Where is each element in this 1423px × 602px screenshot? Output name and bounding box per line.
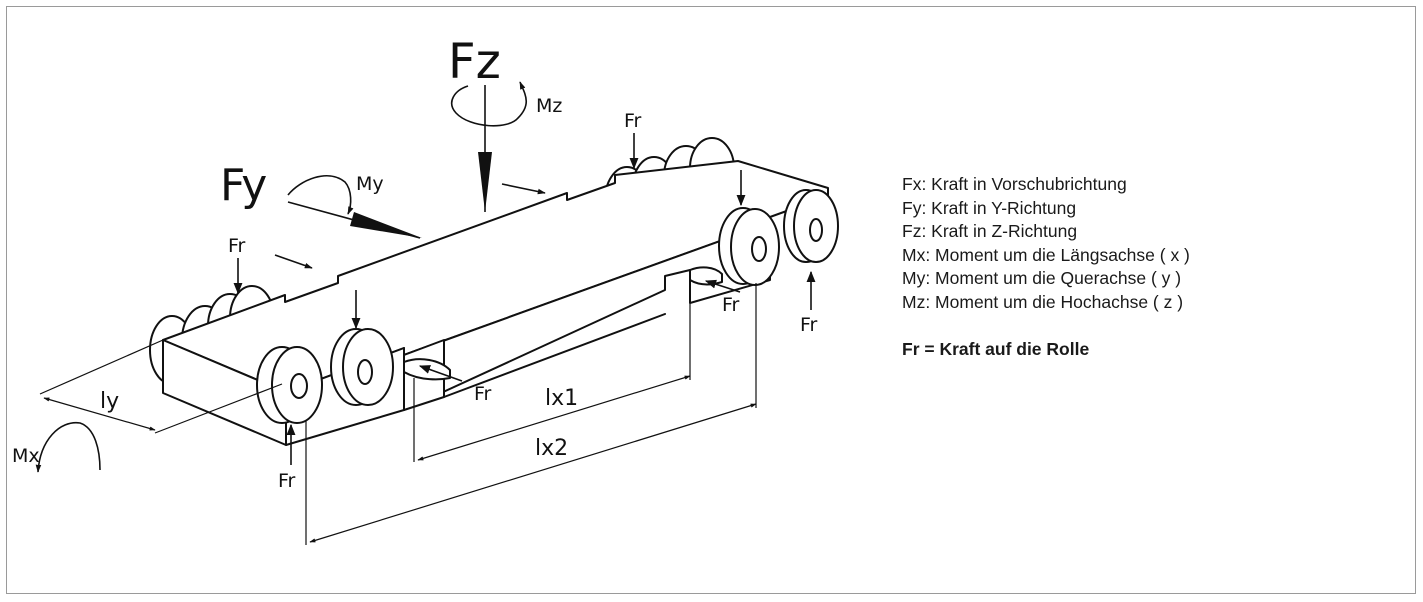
legend-item-fz: Fz: Kraft in Z-Richtung (902, 221, 1078, 242)
legend-item-mx: Mx: Moment um die Längsachse ( x ) (902, 244, 1190, 265)
feed-arrow-upper (501, 183, 546, 195)
label-fr-side-right: Fr (722, 294, 740, 316)
label-fr-back-left: Fr (228, 235, 246, 257)
roller-front-right (718, 189, 839, 286)
fr-arrow-side-left (418, 365, 463, 382)
legend-item-fx: Fx: Kraft in Vorschubrichtung (902, 174, 1127, 194)
label-fr-back-right: Fr (624, 110, 642, 132)
dimension-lx2 (305, 283, 757, 545)
moment-mz-arc (451, 81, 527, 127)
label-fr-front-left: Fr (278, 470, 296, 492)
fr-arrow-side-right (704, 279, 741, 293)
feed-arrow-left (274, 254, 313, 269)
legend-item-mz: Mz: Moment um die Hochachse ( z ) (902, 291, 1184, 312)
force-fz-arrow (478, 85, 492, 212)
label-mz: Mz (536, 95, 562, 117)
label-fy: Fy (220, 160, 267, 211)
moment-mx-arc (35, 422, 101, 473)
legend-item-fy: Fy: Kraft in Y-Richtung (902, 197, 1077, 218)
label-ly: ly (100, 389, 119, 414)
label-my: My (356, 173, 384, 195)
label-fr-side-left: Fr (474, 383, 492, 405)
legend-item-my: My: Moment um die Querachse ( y ) (902, 268, 1182, 289)
label-lx2: lx2 (535, 436, 568, 461)
roller-front-left (256, 328, 394, 424)
label-fr-front-right: Fr (800, 314, 818, 336)
label-lx1: lx1 (545, 386, 578, 411)
dimension-ly (39, 339, 283, 434)
label-mx: Mx (12, 445, 40, 467)
legend: Fx: Kraft in Vorschubrichtung Fy: Kraft … (902, 173, 1190, 361)
legend-key-fr: Fr = Kraft auf die Rolle (902, 338, 1090, 359)
moment-my-arc (287, 175, 354, 215)
force-fy-arrow (287, 201, 422, 239)
label-fz: Fz (448, 34, 501, 90)
